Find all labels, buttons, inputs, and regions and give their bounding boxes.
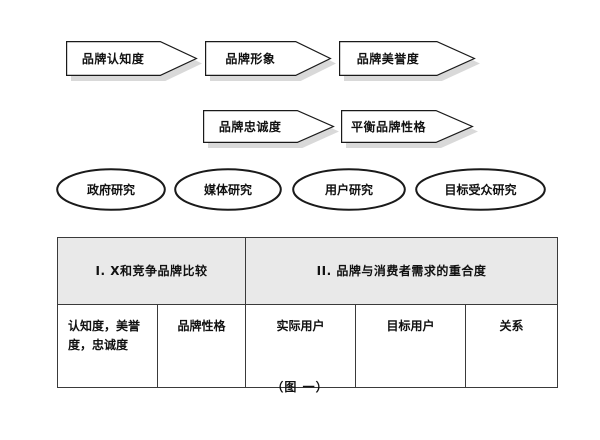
research-node-0: 政府研究: [56, 168, 166, 211]
ellipse-shape: [174, 168, 282, 211]
matrix-data-cell-2: 实际用户: [245, 304, 356, 388]
research-node-label: 用户研究: [324, 183, 373, 197]
ellipse-shape: [292, 168, 406, 211]
matrix-data-cell-0: 认知度，美誉度，忠诚度: [57, 304, 158, 388]
matrix-header-cell-0: I. X和竞争品牌比较: [57, 237, 246, 305]
flow-arrow-label: 品牌美誉度: [356, 52, 420, 66]
research-node-label: 媒体研究: [203, 183, 252, 197]
ellipse-shape: [415, 168, 546, 211]
flow-arrow-label: 品牌形象: [225, 52, 276, 66]
research-node-3: 目标受众研究: [415, 168, 546, 211]
flow-arrow-shape: [339, 41, 476, 77]
matrix-data-cell-1: 品牌性格: [157, 304, 246, 388]
research-node-label: 政府研究: [86, 183, 135, 197]
flow-arrow-label: 品牌认知度: [81, 52, 145, 66]
figure-caption: （图 一）: [271, 380, 329, 394]
ellipse-shape: [56, 168, 166, 211]
flow-arrow-label: 品牌忠诚度: [218, 120, 282, 134]
flow-arrow-shape: [205, 41, 332, 77]
flow-arrow-1-0: 品牌忠诚度: [203, 110, 339, 148]
research-node-1: 媒体研究: [174, 168, 282, 211]
matrix-data-row: 认知度，美誉度，忠诚度品牌性格实际用户目标用户关系: [57, 304, 559, 388]
flow-arrow-1-1: 平衡品牌性格: [341, 110, 478, 148]
research-node-2: 用户研究: [292, 168, 406, 211]
flow-arrow-0-2: 品牌美誉度: [339, 41, 480, 81]
matrix-data-cell-4: 关系: [464, 304, 559, 388]
flow-arrow-shape: [341, 110, 474, 144]
research-node-label: 目标受众研究: [444, 183, 517, 197]
flow-arrow-shape: [66, 41, 198, 77]
flow-arrow-label: 平衡品牌性格: [351, 120, 427, 134]
flow-arrow-shape: [203, 110, 335, 144]
flow-arrow-0-1: 品牌形象: [205, 41, 336, 81]
matrix-header-cell-1: II. 品牌与消费者需求的重合度: [244, 237, 559, 305]
flow-arrow-0-0: 品牌认知度: [66, 41, 202, 81]
matrix-data-cell-3: 目标用户: [355, 304, 466, 388]
